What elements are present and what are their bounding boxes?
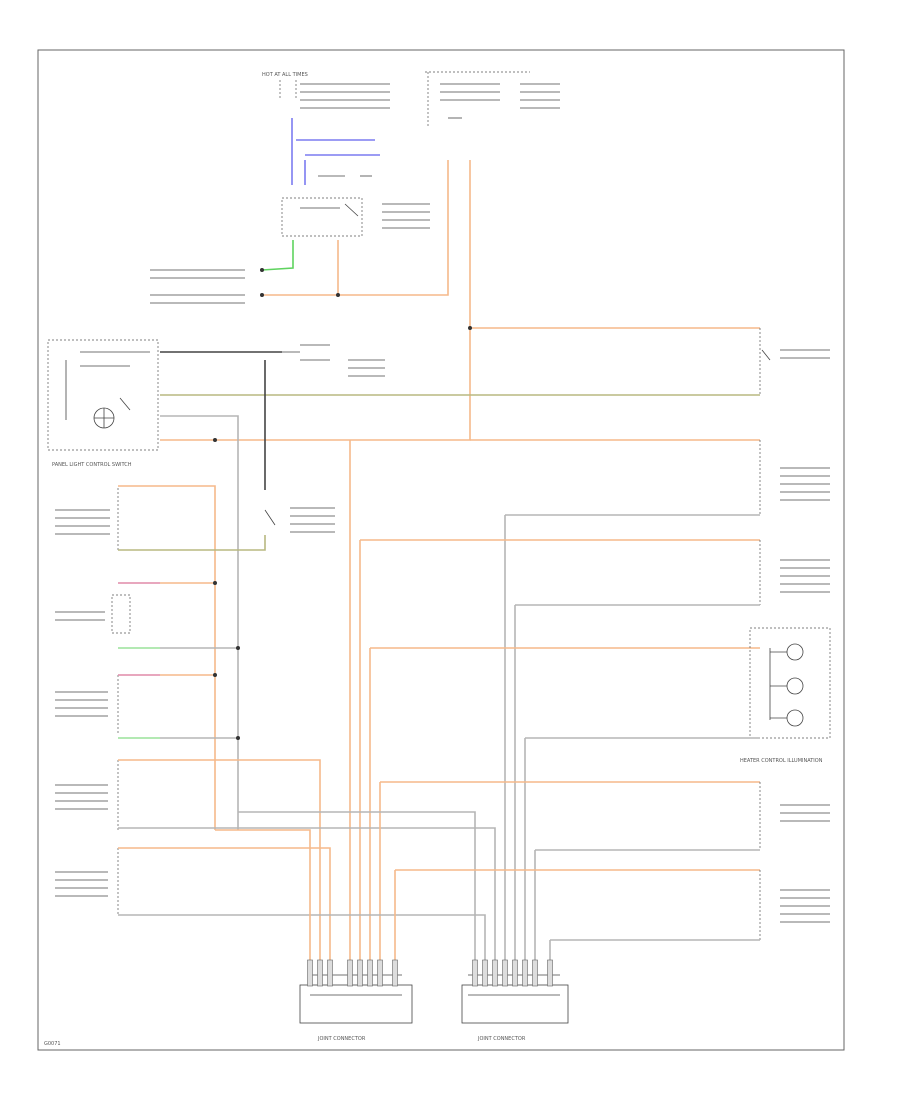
connector-pin <box>482 959 488 987</box>
gray-wire <box>160 415 239 830</box>
connector-pin <box>547 959 553 987</box>
right-component-5 <box>759 782 830 850</box>
left-component-1 <box>55 488 119 550</box>
heater-control-illumination: HEATER CONTROL ILLUMINATION <box>740 627 831 764</box>
left-component-2 <box>55 594 131 634</box>
connector-pin <box>367 959 373 987</box>
orange-wire <box>118 847 331 960</box>
connector-pin <box>327 959 333 987</box>
panel-light-control-switch: PANEL LIGHT CONTROL SWITCH <box>47 339 159 468</box>
right-component-3 <box>759 540 830 605</box>
connector-pin <box>357 959 363 987</box>
olive-wire <box>118 535 266 551</box>
joint-connector-2-label: JOINT CONNECTOR <box>477 1036 526 1042</box>
gray-wire <box>118 827 496 960</box>
reference-code: G0071 <box>44 1041 61 1047</box>
relay <box>281 175 430 237</box>
top-source-label: HOT AT ALL TIMES <box>262 72 308 78</box>
connector-pin <box>377 959 383 987</box>
orange-wire <box>215 829 311 960</box>
center-switch <box>264 507 335 533</box>
connector-pin <box>532 959 538 987</box>
left-component-4 <box>55 760 119 830</box>
connector-pin <box>502 959 508 987</box>
top-fuse-block: HOT AT ALL TIMES <box>262 72 390 109</box>
left-component-5 <box>55 848 119 915</box>
connector-pin <box>347 959 353 987</box>
diagram-frame <box>37 49 845 1051</box>
panel-switch-label: PANEL LIGHT CONTROL SWITCH <box>52 462 132 468</box>
gray-wire <box>118 914 486 960</box>
connector-pin <box>522 959 528 987</box>
connector-pin <box>492 959 498 987</box>
green-wire <box>261 240 294 271</box>
connector-pin <box>307 959 313 987</box>
orange-wire <box>262 160 449 296</box>
joint-connector-1-label: JOINT CONNECTOR <box>317 1036 366 1042</box>
right-component-6 <box>759 870 830 940</box>
connector-pin <box>472 959 478 987</box>
joint-connector-left: JOINT CONNECTOR <box>299 974 413 1042</box>
top-right-component <box>425 71 560 128</box>
heater-control-label: HEATER CONTROL ILLUMINATION <box>740 758 823 764</box>
connector-pin <box>392 959 398 987</box>
orange-wire <box>118 485 216 830</box>
orange-trunk <box>230 160 471 441</box>
connector-pin <box>512 959 518 987</box>
left-component-3 <box>55 675 119 735</box>
blue-wire <box>304 154 380 185</box>
gray-wire <box>238 811 476 960</box>
orange-wire <box>118 759 321 960</box>
connector-pin <box>317 959 323 987</box>
dimmer-area <box>282 344 385 377</box>
right-component-2 <box>759 440 830 515</box>
right-component-1 <box>759 328 830 395</box>
